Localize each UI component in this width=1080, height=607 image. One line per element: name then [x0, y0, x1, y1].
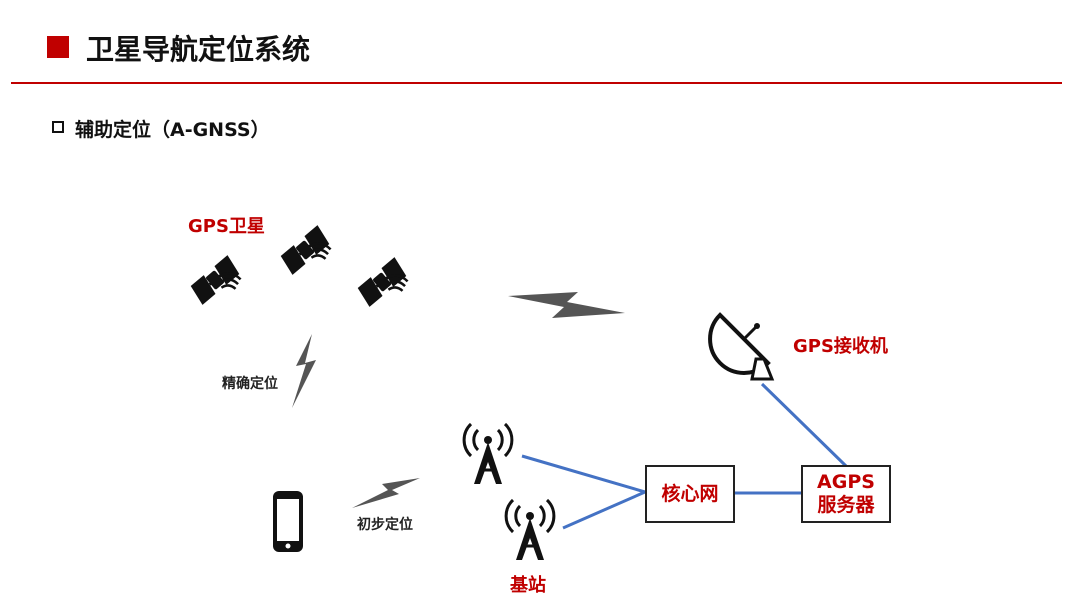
- title-marker: [47, 36, 69, 58]
- agps-server-box: AGPS 服务器: [801, 465, 891, 523]
- lightning-signal-icon: [352, 478, 420, 508]
- agps-server-line1: AGPS: [817, 471, 875, 493]
- satellite-dish-icon: [708, 312, 775, 381]
- base-station-label: 基站: [510, 575, 546, 596]
- core-network-label: 核心网: [661, 482, 719, 505]
- radio-tower-icon: [462, 422, 514, 486]
- satellite-icon: [186, 253, 249, 314]
- agps-server-line2: 服务器: [817, 494, 875, 516]
- page-title: 卫星导航定位系统: [86, 33, 311, 66]
- lightning-signal-icon: [508, 292, 625, 318]
- section-subtitle: 辅助定位（A-GNSS）: [75, 119, 270, 141]
- bullet-square-icon: [52, 121, 64, 133]
- title-divider: [11, 82, 1062, 84]
- core-network-box: 核心网: [645, 465, 735, 523]
- smartphone-icon: [273, 491, 303, 552]
- precise-positioning-label: 精确定位: [222, 376, 278, 392]
- link-line: [521, 454, 646, 494]
- radio-tower-icon: [504, 498, 556, 562]
- satellite-icon: [276, 223, 339, 284]
- satellite-icon: [353, 255, 416, 316]
- receiver-label: GPS接收机: [793, 336, 888, 357]
- link-line: [562, 490, 646, 530]
- link-line: [760, 382, 848, 468]
- lightning-signal-icon: [292, 334, 316, 408]
- initial-positioning-label: 初步定位: [357, 517, 413, 533]
- satellites-label: GPS卫星: [188, 216, 265, 237]
